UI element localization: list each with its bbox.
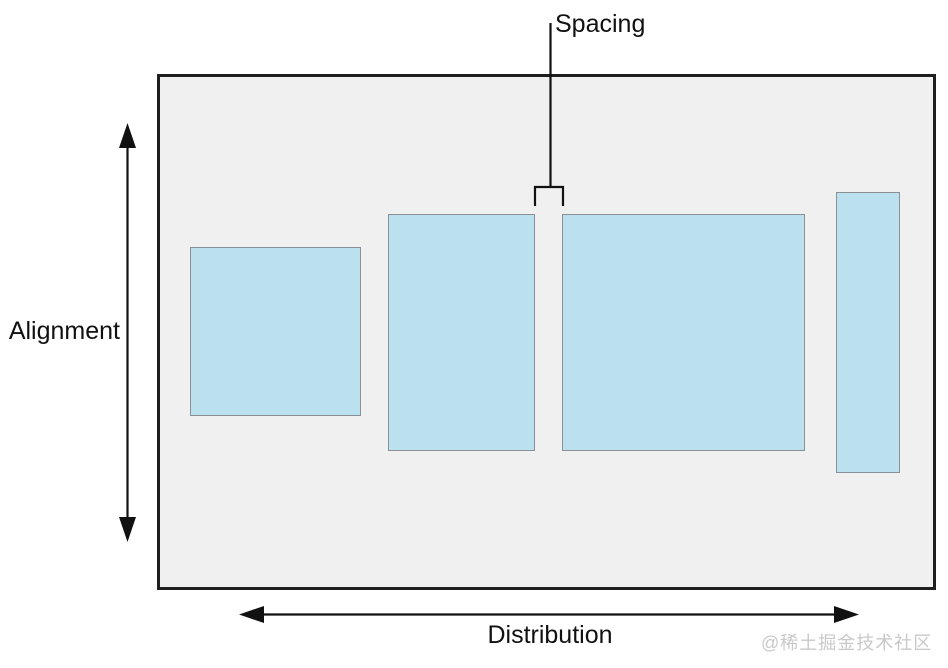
distribution-label: Distribution: [487, 621, 613, 649]
spacing-label: Spacing: [555, 10, 646, 38]
alignment-label: Alignment: [8, 317, 120, 345]
flex-item: [388, 214, 535, 451]
flex-item: [836, 192, 900, 473]
flex-item: [562, 214, 805, 451]
watermark: @稀土掘金技术社区: [761, 633, 933, 653]
alignment-arrow: [119, 123, 136, 542]
flex-item: [190, 247, 361, 416]
